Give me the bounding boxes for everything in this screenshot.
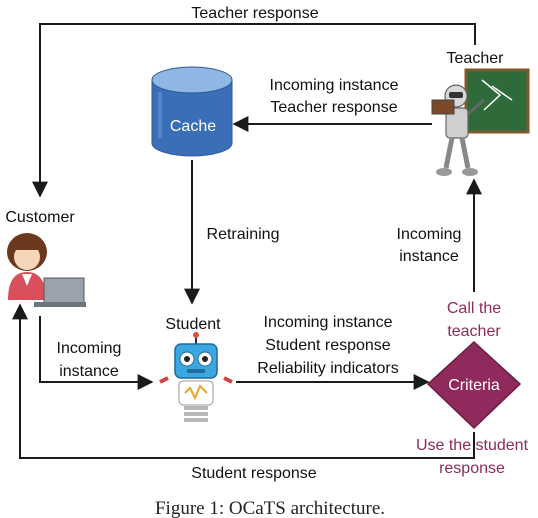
label-customer-to-student-2: instance [59,363,119,380]
label-student-to-criteria-2: Student response [265,337,391,354]
label-student-response-bottom: Student response [191,465,317,482]
cache-label: Cache [170,118,216,135]
edge-student-to-customer [12,303,475,459]
edge-teacher-to-customer [32,23,476,198]
label-retraining: Retraining [207,226,280,243]
criteria-diamond-icon [426,340,522,430]
label-teacher-response-top: Teacher response [191,5,318,22]
student-robot-icon [159,332,233,422]
label-use-student-2: response [439,460,505,477]
label-student-to-criteria-1: Incoming instance [264,314,393,331]
label-teacher-to-cache-1: Incoming instance [270,77,399,94]
label-call-teacher-2: teacher [447,323,501,340]
label-call-teacher-1: Call the [447,300,501,317]
label-use-student-1: Use the student [416,437,529,454]
customer-label: Customer [5,209,75,226]
label-criteria-to-teacher-1: Incoming [397,226,462,243]
customer-laptop-icon [7,233,86,307]
teacher-robot-icon [431,68,530,176]
student-label: Student [165,316,221,333]
cache-cylinder-icon [151,66,233,157]
figure-caption: Figure 1: OCaTS architecture. [155,498,385,518]
label-student-to-criteria-3: Reliability indicators [257,360,398,377]
label-criteria-to-teacher-2: instance [399,248,459,265]
edge-customer-to-student [39,316,154,390]
label-customer-to-student-1: Incoming [57,340,122,357]
label-teacher-to-cache-2: Teacher response [270,99,397,116]
criteria-label: Criteria [448,377,500,394]
teacher-label: Teacher [447,50,505,67]
